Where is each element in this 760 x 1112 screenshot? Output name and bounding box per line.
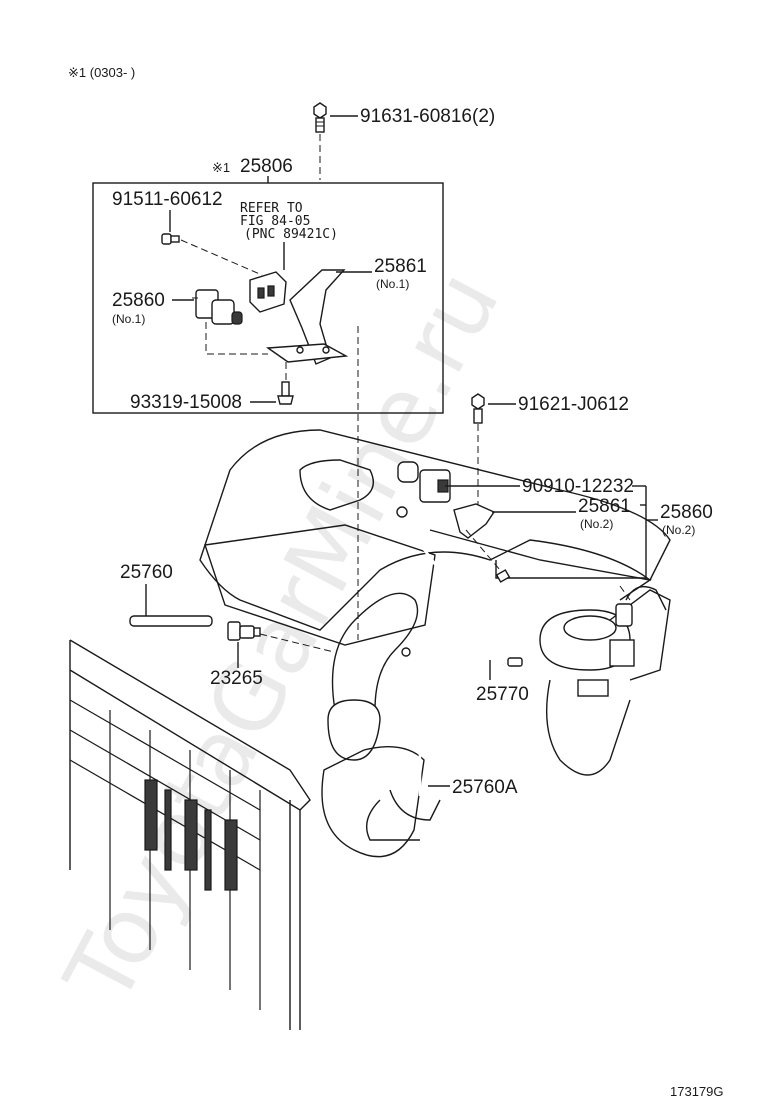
- watermark-text: ToyotaGarMine.ru: [44, 254, 520, 1021]
- pipe-25760-icon: [129, 615, 213, 627]
- vsv-no2-icon: [397, 461, 496, 539]
- sensor-23265-icon: [227, 621, 261, 641]
- label-25861-no2[interactable]: 25861: [578, 496, 631, 517]
- connector-icon: [249, 271, 287, 313]
- label-25860-no2[interactable]: 25860: [660, 502, 713, 523]
- label-91511-60612[interactable]: 91511-60612: [112, 189, 223, 210]
- label-25806[interactable]: 25806: [240, 156, 293, 177]
- refer-note-line1: REFER TO: [240, 201, 303, 216]
- label-93319-15008[interactable]: 93319-15008: [130, 392, 242, 413]
- label-25861-no1[interactable]: 25861: [374, 256, 427, 277]
- assembly-mark: ※1: [212, 160, 230, 175]
- vsv-no1-icon: [192, 289, 243, 325]
- figure-id: 173179G: [670, 1084, 724, 1099]
- small-bolt-icon: [495, 569, 511, 583]
- hose-25770-icon: [396, 506, 523, 667]
- label-91631-60816[interactable]: 91631-60816(2): [360, 106, 495, 127]
- engine-block-outline: [199, 429, 671, 646]
- label-25861-no1-sub: (No.1): [376, 277, 409, 291]
- effectivity-note: ※1 (0303- ): [68, 65, 135, 80]
- bolt-91621-icon: [471, 393, 485, 424]
- pipe-25760A-icon: [401, 647, 422, 796]
- refer-note-line2: FIG 84-05: [240, 214, 310, 229]
- radiator-outline: [69, 639, 311, 1030]
- label-90910-12232[interactable]: 90910-12232: [522, 476, 634, 497]
- label-25860-no2-sub: (No.2): [662, 523, 695, 537]
- label-25861-no2-sub: (No.2): [580, 517, 613, 531]
- screw-91511-icon: [161, 233, 180, 245]
- turbocharger-outline: [539, 586, 671, 776]
- intake-hose-icon: [321, 592, 441, 858]
- label-91621-J0612[interactable]: 91621-J0612: [518, 394, 629, 415]
- label-25860-no1[interactable]: 25860: [112, 290, 165, 311]
- label-25760[interactable]: 25760: [120, 562, 173, 583]
- bolt-91631-icon: [313, 102, 327, 133]
- refer-note-line3: (PNC 89421C): [244, 227, 338, 242]
- label-23265[interactable]: 23265: [210, 668, 263, 689]
- label-25760A[interactable]: 25760A: [452, 777, 518, 798]
- bolt-93319-icon: [277, 381, 294, 405]
- label-25770[interactable]: 25770: [476, 684, 529, 705]
- bracket-no1-icon: [265, 269, 349, 365]
- assembly-box-25806: [92, 182, 444, 414]
- label-25860-no1-sub: (No.1): [112, 312, 145, 326]
